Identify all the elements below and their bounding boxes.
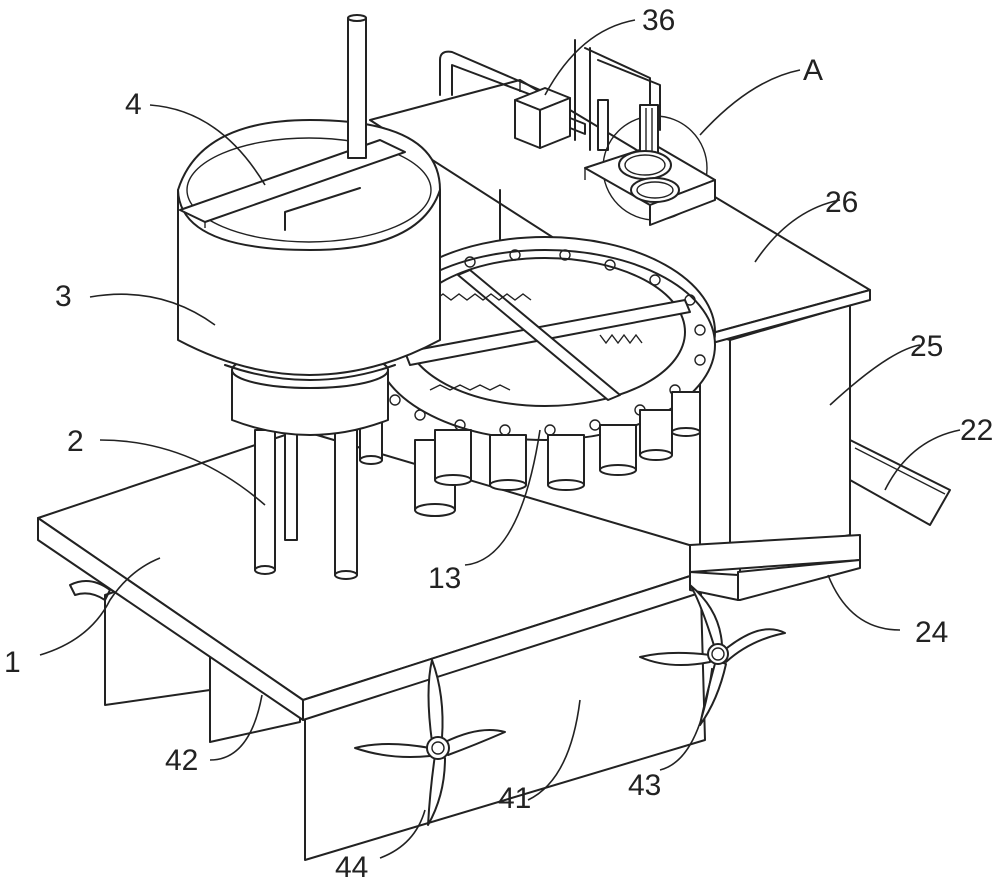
label-24: 24	[915, 616, 948, 649]
chute-22	[849, 439, 951, 526]
label-a: A	[803, 54, 823, 87]
fan-43	[639, 584, 786, 726]
label-41: 41	[498, 782, 531, 815]
leader-lines	[39, 19, 961, 859]
pipes	[439, 39, 661, 151]
label-43: 43	[628, 769, 661, 802]
cups	[359, 391, 701, 517]
label-22: 22	[960, 414, 993, 447]
label-2: 2	[67, 425, 84, 458]
label-36: 36	[642, 4, 675, 37]
left-flap	[69, 580, 111, 601]
reference-labels: 1 2 3 4 13 36 A 26 25 22 24 41 42 43 44	[4, 4, 993, 884]
fan-44	[354, 659, 506, 826]
label-25: 25	[910, 330, 943, 363]
gears	[618, 150, 680, 203]
crossbar-4	[179, 14, 406, 231]
label-1: 1	[4, 646, 21, 679]
label-44: 44	[335, 851, 368, 884]
label-3: 3	[55, 280, 72, 313]
hopper-3	[177, 119, 441, 381]
label-4: 4	[125, 88, 142, 121]
tower-base-24	[689, 534, 861, 601]
label-13: 13	[428, 562, 461, 595]
label-26: 26	[825, 186, 858, 219]
motor-box-36	[514, 87, 586, 149]
label-42: 42	[165, 744, 198, 777]
rotary-disc-13	[374, 236, 716, 441]
tower-25	[699, 304, 851, 561]
